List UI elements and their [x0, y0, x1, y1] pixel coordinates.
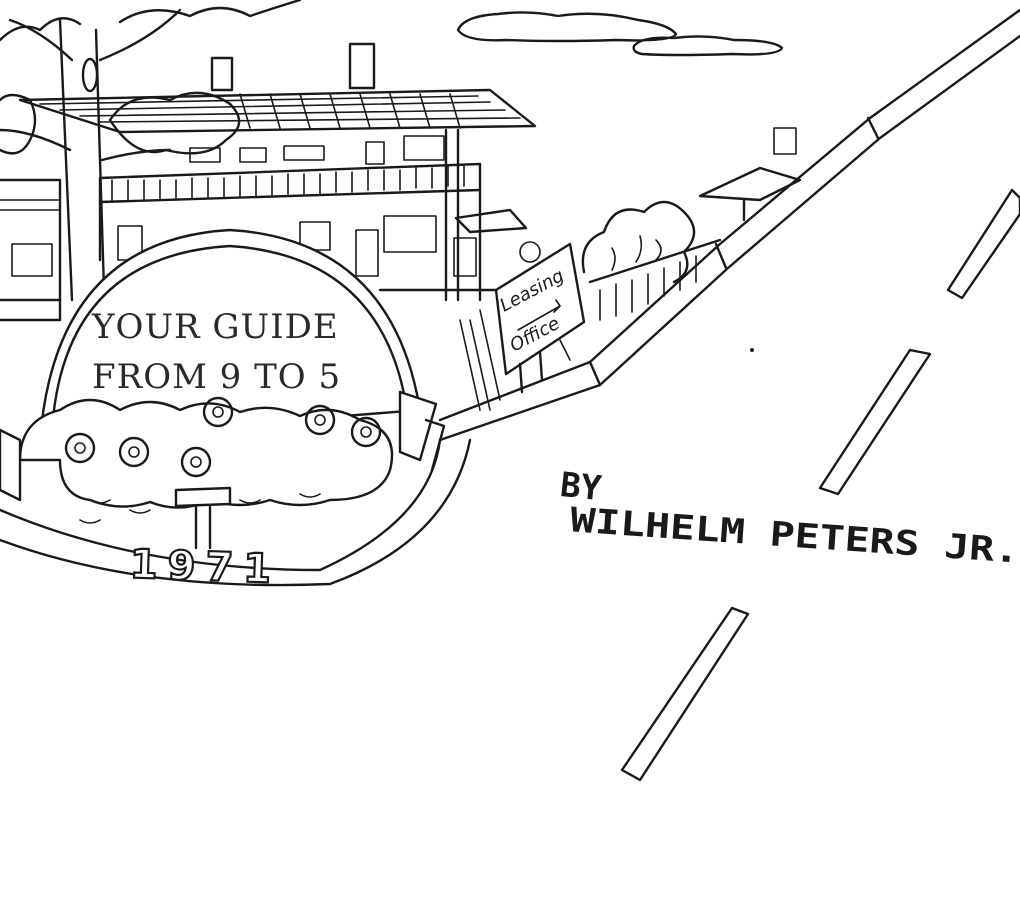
curb: [0, 438, 472, 587]
flower: [64, 396, 382, 478]
byline-author: WILHELM PETERS JR.: [569, 500, 1020, 571]
entrance-sign: YOUR GUIDE FROM 9 TO 5: [38, 228, 422, 442]
byline-by: BY: [558, 465, 603, 509]
sign-title-line2: FROM 9 TO 5: [92, 357, 341, 397]
tree: [0, 0, 302, 302]
flower-bed: [0, 390, 446, 550]
bushes: [459, 200, 722, 411]
year-marker: 1971: [129, 542, 282, 593]
building: [0, 42, 802, 322]
sign-title-line1: YOUR GUIDE: [91, 307, 339, 347]
clouds: [456, 11, 784, 57]
road: [438, 8, 1020, 782]
